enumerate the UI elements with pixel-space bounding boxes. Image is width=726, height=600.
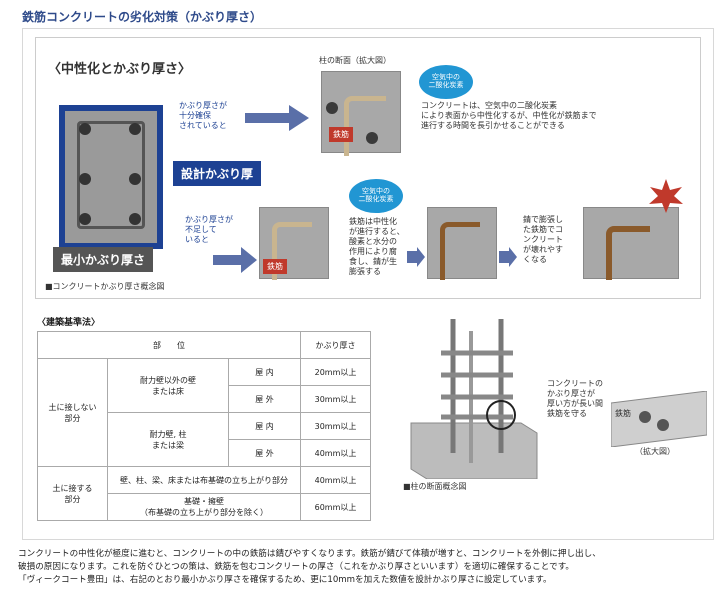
neutralization-panel: 〈中性化とかぶり厚さ〉	[35, 37, 701, 299]
part-cell: 耐力壁, 柱 または梁	[107, 412, 229, 467]
loc-cell: 屋 外	[228, 385, 301, 413]
page-title: 鉄筋コンクリートの劣化対策（かぶり厚さ）	[22, 10, 263, 24]
alert-burst-icon	[649, 179, 683, 213]
group-soil: 土に接する 部分	[37, 466, 108, 521]
value-cell: 60mm以上	[300, 493, 371, 521]
crack-explanation: 錆で膨張し た鉄筋でコ ンクリート が壊れやす くなる	[523, 215, 563, 264]
rebar-dot	[79, 173, 91, 185]
value-cell: 30mm以上	[300, 385, 371, 413]
rebar-bend	[344, 96, 386, 156]
loc-cell: 屋 内	[228, 358, 301, 386]
table-row: 部 位 かぶり厚さ	[37, 331, 371, 359]
column-section-diagram	[410, 319, 538, 479]
arrow-right-icon	[407, 247, 425, 267]
value-cell: 40mm以上	[300, 466, 371, 494]
table-row: 土に接する 部分 壁、柱、梁、床または布基礎の立ち上がり部分 40mm以上	[37, 466, 371, 521]
concept-caption: ■コンクリートかぶり厚さ概念図	[45, 282, 165, 291]
corroding-detail	[427, 207, 497, 280]
column-section-caption: ■柱の断面概念図	[403, 482, 467, 491]
loc-cell: 屋 内	[228, 412, 301, 440]
loc-cell: 屋 外	[228, 439, 301, 467]
rebar-dot	[79, 123, 91, 135]
section-caption: 柱の断面（拡大図）	[319, 56, 391, 65]
footer-line: 「ヴィークコート豊田」は、右記のとおり最小かぶり厚さを確保するため、更に10mm…	[18, 574, 552, 585]
zoom-detail-diagram	[611, 391, 707, 447]
building-standard-table: 部 位 かぶり厚さ 土に接しない 部分 耐力壁以外の壁 または床 屋 内 20m…	[37, 331, 371, 521]
rebar-tag: 鉄筋	[329, 127, 353, 142]
rebar-dot	[79, 213, 91, 225]
arrow-right-icon	[245, 105, 309, 131]
rusty-rebar	[440, 222, 480, 280]
part-cell: 壁、柱、梁、床または布基礎の立ち上がり部分	[107, 466, 301, 494]
header-cover: かぶり厚さ	[300, 331, 371, 359]
sufficient-cover-text: かぶり厚さが 十分確保 されていると	[179, 101, 227, 130]
design-cover-label: 設計かぶり厚	[173, 161, 262, 186]
section-title: 〈中性化とかぶり厚さ〉	[48, 62, 192, 77]
rebar-label: 鉄筋	[615, 409, 631, 418]
part-cell: 耐力壁以外の壁 または床	[107, 358, 229, 413]
co2-bubble: 空気中の 二酸化炭素	[349, 179, 403, 213]
content-frame: 〈中性化とかぶり厚さ〉 設計かぶり厚 最小かぶり厚さ ■コンクリートかぶり厚さ概…	[22, 28, 714, 540]
rebar-dot	[129, 123, 141, 135]
zoom-caption: （拡大図）	[635, 447, 675, 456]
column-concrete	[65, 111, 157, 243]
table-title: 〈建築基準法〉	[37, 318, 101, 328]
corrosion-explanation: 鉄筋は中性化 が進行すると、 酸素と水分の 作用により腐 食し、錆が生 膨張する	[349, 217, 405, 276]
footer-text: コンクリートの中性化が極度に進むと、コンクリートの中の鉄筋は錆びやすくなります。…	[18, 548, 718, 587]
header-part: 部 位	[37, 331, 301, 359]
cracked-detail	[583, 207, 679, 280]
rebar-bend	[272, 222, 312, 280]
table-row: 屋 外 30mm以上	[38, 385, 371, 413]
part-cell: 基礎・擁壁 （布基礎の立ち上がり部分を除く）	[107, 493, 301, 521]
value-cell: 40mm以上	[300, 439, 371, 467]
value-cell: 20mm以上	[300, 358, 371, 386]
arrow-right-icon	[213, 247, 257, 273]
rebar-dot	[129, 213, 141, 225]
good-explanation: コンクリートは、空気中の二酸化炭素 により表面から中性化するが、中性化が鉄筋まで…	[421, 101, 597, 130]
insufficient-cover-text: かぶり厚さが 不足して いると	[185, 215, 233, 244]
table-row: 基礎・擁壁 （布基礎の立ち上がり部分を除く） 60mm以上	[38, 493, 371, 521]
co2-bubble: 空気中の 二酸化炭素	[419, 65, 473, 99]
min-cover-label: 最小かぶり厚さ	[53, 247, 154, 272]
cover-note: コンクリートの かぶり厚さが 厚い方が長い間 鉄筋を守る	[547, 379, 603, 418]
rebar-dot	[366, 132, 378, 144]
value-cell: 30mm以上	[300, 412, 371, 440]
rebar-tag: 鉄筋	[263, 259, 287, 274]
rusty-rebar	[606, 226, 650, 280]
table-row: 屋 外 40mm以上	[38, 439, 371, 467]
footer-line: コンクリートの中性化が極度に進むと、コンクリートの中の鉄筋は錆びやすくなります。…	[18, 549, 601, 559]
table-row: 土に接しない 部分 耐力壁以外の壁 または床 屋 内 20mm以上	[37, 358, 371, 467]
group-no-soil: 土に接しない 部分	[37, 358, 108, 467]
stirrup	[77, 121, 145, 229]
column-concept-diagram	[59, 105, 163, 249]
arrow-right-icon	[499, 247, 517, 267]
rebar-dot	[129, 173, 141, 185]
rebar-dot	[326, 102, 338, 114]
footer-line: 破損の原因になります。これを防ぐひとつの策は、鉄筋を包むコンクリートの厚さ（これ…	[18, 561, 575, 572]
